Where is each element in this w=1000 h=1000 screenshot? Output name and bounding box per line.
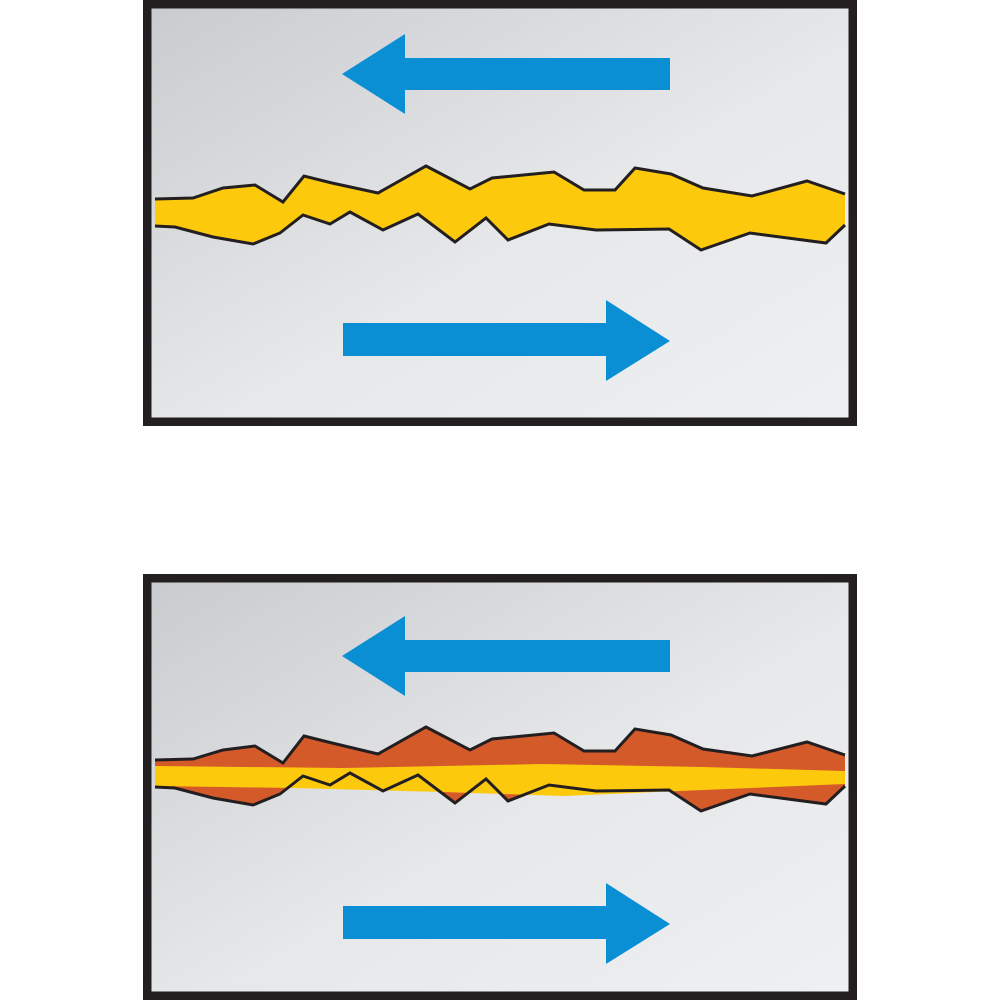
- lubricant-layer: [155, 764, 845, 796]
- lower-surface-outline: [154, 771, 847, 813]
- upper-surface-outline: [154, 725, 846, 765]
- bottom-panel: [143, 574, 857, 1000]
- top-panel: [143, 0, 857, 426]
- top-panel-diagram: [143, 0, 857, 426]
- bottom-panel-diagram: [143, 574, 857, 1000]
- lower-surface-outline: [154, 210, 847, 252]
- arrow-left-icon: [342, 616, 670, 696]
- arrow-right-icon: [343, 883, 670, 964]
- arrow-right-icon: [343, 300, 670, 381]
- arrow-left-icon: [342, 34, 670, 114]
- upper-surface-outline: [154, 164, 846, 204]
- lubricant-layer: [155, 166, 845, 250]
